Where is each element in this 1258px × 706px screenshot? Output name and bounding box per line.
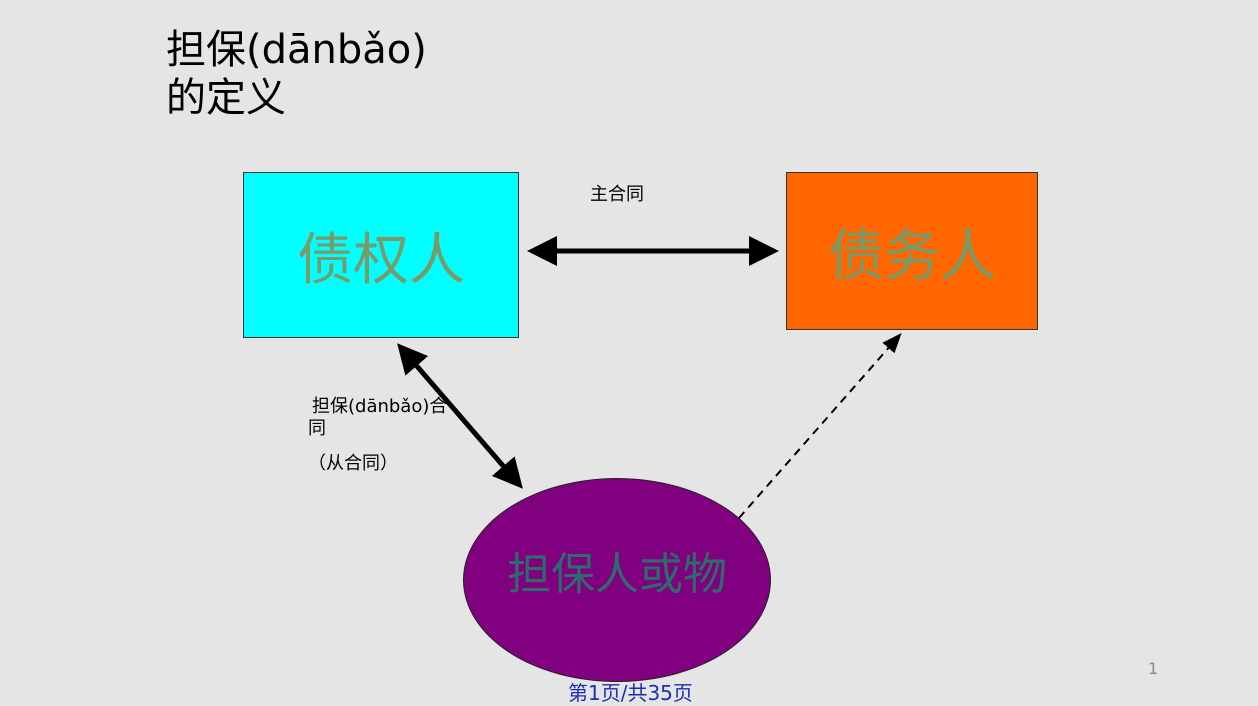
sub-contract-label: （从合同）: [308, 453, 398, 474]
slide-title: 担保(dānbǎo) 的定义: [166, 26, 427, 122]
slide-number: 1: [1148, 659, 1159, 678]
debtor-label: 债务人: [828, 223, 996, 289]
guarantee-contract-label-line-1: 担保(dānbǎo)合: [312, 396, 448, 417]
guarantee-contract-label-line-2: 同: [308, 418, 326, 439]
title-line-2: 的定义: [166, 75, 286, 121]
page-footer: 第1页/共35页: [568, 681, 693, 705]
guarantor-debtor-dashed-arrow: [738, 332, 902, 519]
creditor-box: 债权人: [243, 172, 519, 338]
guarantee-contract-arrow: [397, 343, 523, 489]
guarantor-label: 担保人或物: [507, 549, 727, 600]
creditor-label: 债权人: [297, 227, 465, 293]
main-contract-label: 主合同: [590, 184, 644, 205]
guarantee-contract-label: 担保(dānbǎo)合 同: [308, 396, 458, 440]
debtor-box: 债务人: [786, 172, 1038, 330]
guarantor-ellipse: 担保人或物: [463, 478, 771, 682]
title-line-1: 担保(dānbǎo): [166, 27, 427, 73]
